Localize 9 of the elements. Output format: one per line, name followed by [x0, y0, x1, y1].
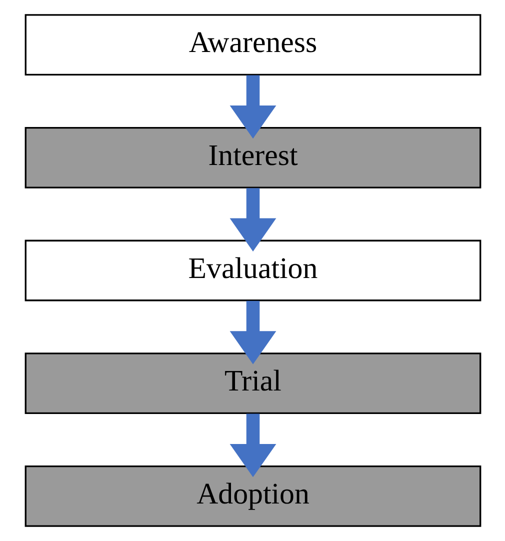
arrow: [229, 188, 276, 252]
node-box: Awareness: [24, 14, 481, 76]
node-box: Adoption: [24, 466, 481, 527]
arrow: [229, 414, 276, 478]
node-box: Interest: [24, 126, 481, 188]
arrow: [229, 75, 276, 139]
node-box: Trial: [24, 352, 481, 414]
arrow: [229, 300, 276, 364]
node-box: Evaluation: [24, 240, 481, 302]
